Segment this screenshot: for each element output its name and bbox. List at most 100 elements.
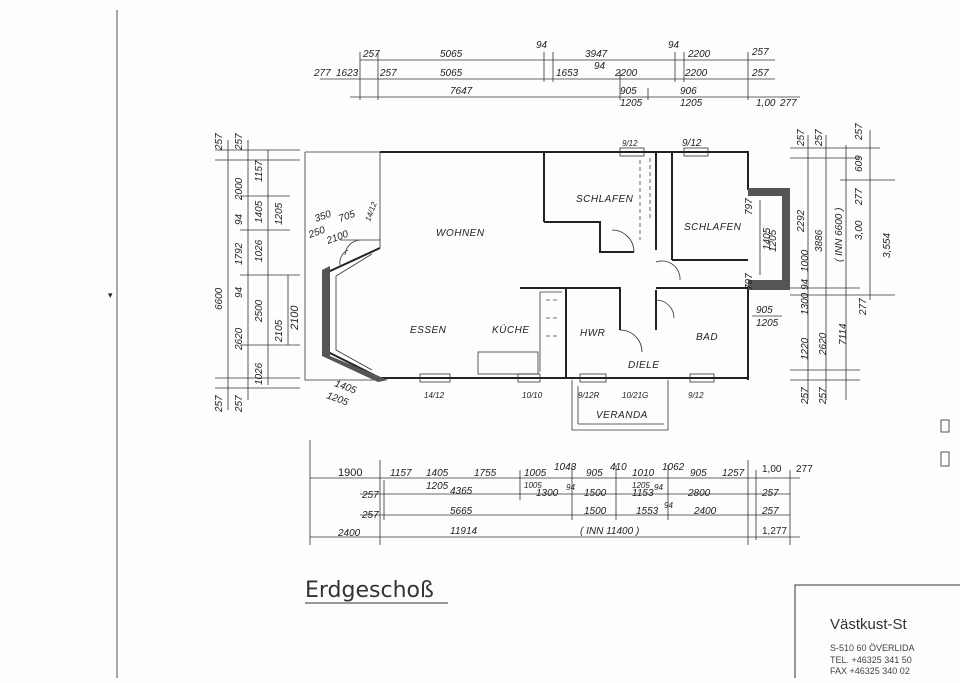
top-dim-label: 3947 — [585, 49, 608, 60]
misc-dim-label: 350 — [313, 209, 333, 225]
top-dim-label: 5065 — [440, 49, 463, 60]
bottom-dim-label: 1005 — [524, 468, 547, 479]
bottom-dim-label: 4365 — [450, 486, 473, 497]
right-dim-label: 257 — [796, 129, 807, 147]
right-dim-label: 1000 — [800, 249, 811, 272]
right-dim-label: 2620 — [818, 332, 829, 356]
windows-marks — [419, 147, 715, 383]
window-label: 10/10 — [522, 391, 543, 400]
misc-dim-label: 1205 — [768, 229, 779, 252]
left-dim-label: 2105 — [274, 319, 285, 343]
top-dim-label: 5065 — [440, 68, 463, 79]
top-dimension-lines — [320, 52, 800, 100]
bottom-dim-label: 1,277 — [762, 526, 787, 537]
bottom-dim-label: 257 — [761, 488, 779, 499]
top-dim-label: 257 — [751, 68, 769, 79]
right-dim-label: 94 — [800, 278, 811, 290]
left-dim-label: 2000 — [234, 177, 245, 201]
room-labels: WOHNEN ESSEN KÜCHE SCHLAFEN SCHLAFEN HWR… — [410, 194, 741, 421]
bottom-dim-label: 1257 — [722, 468, 745, 479]
bottom-dim-label: 1500 — [584, 488, 607, 499]
top-dim-label: 1653 — [556, 68, 579, 79]
bottom-dim-label: 5665 — [450, 506, 473, 517]
left-dim-label: 1205 — [274, 202, 285, 225]
bottom-dim-label: 257 — [761, 506, 779, 517]
top-dim-label: 94 — [536, 40, 548, 51]
right-dim-label: ( INN 6600 ) — [834, 208, 845, 262]
room-label-essen: ESSEN — [410, 325, 447, 336]
right-dimension-lines — [790, 130, 895, 400]
right-dim-label: 2292 — [796, 209, 807, 233]
window-label: 9/12 — [622, 139, 638, 148]
company-fax: FAX +46325 340 02 — [830, 666, 910, 676]
window-label: 9/12 — [688, 391, 704, 400]
top-dim-label: 277 — [313, 68, 331, 79]
top-dim-label: 94 — [594, 61, 606, 72]
window-label: 14/12 — [424, 391, 445, 400]
bottom-dim-label: 94 — [664, 501, 673, 510]
window-label: 10/21G — [622, 391, 648, 400]
bottom-dim-label: 905 — [586, 468, 603, 479]
right-dim-label: 257 — [818, 387, 829, 405]
bottom-dim-label: 2400 — [693, 506, 717, 517]
right-dim-label: 1300 — [800, 292, 811, 315]
bottom-dim-label: 1005 — [524, 481, 542, 490]
right-dim-label: 3886 — [814, 229, 825, 252]
floor-title: Erdgeschoß — [305, 578, 434, 603]
misc-dim-label: 797 — [744, 198, 755, 215]
misc-dim-label: 705 — [337, 209, 357, 225]
top-dim-label: 2200 — [684, 68, 708, 79]
left-dimension-lines — [215, 140, 300, 410]
edge-mark — [940, 419, 950, 433]
left-dim-label: 6600 — [214, 287, 225, 310]
right-dim-label: 3,554 — [882, 233, 893, 258]
edge-mark — [940, 451, 950, 467]
bottom-dimension-labels: 1900 1157 1405 1205 1755 1005 1043 905 4… — [337, 462, 813, 539]
left-dim-label: 2620 — [234, 327, 245, 351]
bottom-dim-label: 257 — [361, 490, 379, 501]
top-dim-label: 7647 — [450, 86, 473, 97]
bottom-dim-label: 11914 — [450, 526, 478, 537]
top-dimension-labels: 257 5065 94 3947 94 2200 257 277 1623 25… — [313, 40, 797, 109]
left-dim-label: 257 — [214, 133, 225, 151]
room-label-bad: BAD — [696, 332, 718, 343]
left-dim-label: 1026 — [254, 239, 265, 262]
left-dim-label: 257 — [234, 133, 245, 151]
bottom-dim-label: 94 — [654, 483, 663, 492]
company-tel: TEL. +46325 341 50 — [830, 655, 912, 665]
bottom-dim-label: 1010 — [632, 468, 655, 479]
right-dim-label: 1220 — [800, 337, 811, 360]
bottom-dim-label: 1062 — [662, 462, 685, 473]
left-dimension-labels: 257 257 1157 2000 1405 1205 94 1792 1026… — [214, 133, 301, 413]
top-dim-label: 277 — [779, 98, 797, 109]
bottom-dim-label: 1755 — [474, 468, 497, 479]
company-address: S-510 60 ÖVERLIDA — [830, 643, 915, 653]
bottom-dim-label: 2800 — [687, 488, 711, 499]
bottom-dim-label: 94 — [566, 483, 575, 492]
left-dim-label: 257 — [234, 395, 245, 413]
room-label-diele: DIELE — [628, 360, 659, 371]
top-dim-label: 906 — [680, 86, 697, 97]
left-dim-label: 94 — [234, 286, 245, 298]
misc-dim-label: 2100 — [324, 229, 350, 247]
room-label-wohnen: WOHNEN — [436, 228, 485, 239]
room-label-veranda: VERANDA — [596, 410, 648, 421]
bottom-dim-label: 905 — [690, 468, 707, 479]
bottom-dim-label: 2400 — [337, 528, 361, 539]
right-dim-label: 257 — [800, 387, 811, 405]
left-dim-label: 1405 — [254, 200, 265, 223]
bottom-dim-label: 1205 — [632, 481, 650, 490]
company-box: Västkust-St S-510 60 ÖVERLIDA TEL. +4632… — [794, 584, 960, 678]
bottom-dim-label: 1205 — [426, 481, 449, 492]
bottom-dim-label: 1900 — [338, 467, 362, 479]
left-dim-label: 2500 — [254, 299, 265, 323]
top-dim-label: 1623 — [336, 68, 359, 79]
right-dim-label: 277 — [858, 298, 869, 316]
top-dim-label: 905 — [620, 86, 637, 97]
bottom-dimension-lines — [309, 440, 800, 545]
bottom-dim-label: 1,00 — [762, 464, 782, 475]
room-label-hwr: HWR — [580, 328, 605, 339]
top-dim-label: 1205 — [620, 98, 643, 109]
right-dim-label: 7114 — [838, 323, 849, 345]
